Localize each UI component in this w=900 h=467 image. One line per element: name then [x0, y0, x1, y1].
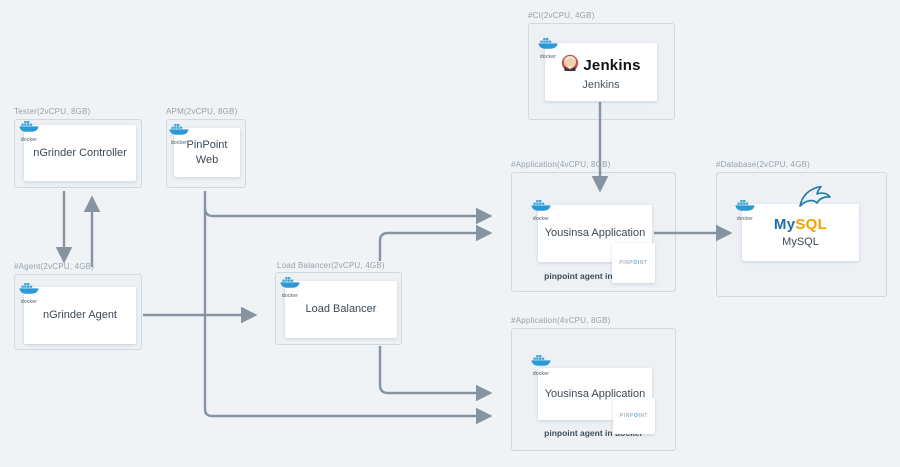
- jenkins-logo-wordmark: Jenkins: [583, 56, 641, 74]
- node-ngrinder-controller[interactable]: nGrinder Controller: [24, 125, 136, 181]
- docker-icon: docker: [279, 276, 301, 299]
- node-jenkins-label: Jenkins: [582, 78, 620, 91]
- edge-lb-to-app-bottom: [378, 346, 493, 402]
- group-agent-label: #Agent(2vCPU, 4GB): [14, 262, 95, 271]
- docker-icon: docker: [734, 199, 756, 222]
- node-pinpoint-web-label-line1: PinPoint: [186, 138, 228, 151]
- docker-icon: docker: [530, 199, 552, 222]
- jenkins-butler-icon: [561, 54, 579, 77]
- docker-icon: docker: [18, 282, 40, 305]
- node-load-balancer[interactable]: Load Balancer: [285, 281, 397, 338]
- pinpoint-badge-bottom: PINPOINT: [613, 398, 655, 434]
- node-jenkins[interactable]: Jenkins Jenkins: [545, 43, 657, 101]
- node-load-balancer-label: Load Balancer: [305, 303, 377, 315]
- edge-lb-to-app-top: [378, 224, 493, 261]
- docker-icon: docker: [537, 37, 559, 60]
- node-ngrinder-controller-label: nGrinder Controller: [33, 146, 127, 159]
- docker-icon: docker: [530, 354, 552, 377]
- group-apm-label: APM(2vCPU, 8GB): [166, 107, 238, 116]
- group-ci-label: #CI(2vCPU, 4GB): [528, 11, 595, 20]
- node-yousinsa-application-bottom-label: Yousinsa Application: [544, 387, 646, 400]
- mysql-dolphin-icon: [798, 185, 832, 213]
- edge-pinpoint-to-app-top: [203, 207, 493, 225]
- app-top-caption: pinpoint agent in docker: [544, 271, 643, 281]
- mysql-logo-sql: SQL: [795, 216, 828, 233]
- node-ngrinder-agent-label: nGrinder Agent: [43, 309, 117, 321]
- node-yousinsa-application-top-label: Yousinsa Application: [544, 227, 646, 239]
- docker-icon: docker: [18, 120, 40, 143]
- app-bottom-caption: pinpoint agent in docker: [544, 428, 643, 438]
- node-ngrinder-agent[interactable]: nGrinder Agent: [24, 287, 136, 344]
- group-application-bottom-label: #Application(4vCPU, 8GB): [511, 316, 611, 325]
- group-load-balancer-label: Load Balancer(2vCPU, 4GB): [277, 261, 385, 270]
- group-database-label: #Database(2vCPU, 4GB): [716, 160, 811, 169]
- node-mysql[interactable]: MySQL MySQL: [742, 204, 859, 261]
- node-pinpoint-web-label-line2: Web: [195, 153, 219, 166]
- docker-icon: docker: [168, 123, 190, 146]
- pinpoint-badge-top: PINPOINT: [612, 243, 655, 283]
- node-pinpoint-web[interactable]: PinPoint Web: [174, 128, 240, 177]
- group-application-top-label: #Application(4vCPU, 8GB): [511, 160, 611, 169]
- group-tester-label: Tester(2vCPU, 8GB): [14, 107, 91, 116]
- mysql-logo-my: My: [773, 216, 796, 233]
- node-mysql-label: MySQL: [782, 236, 819, 248]
